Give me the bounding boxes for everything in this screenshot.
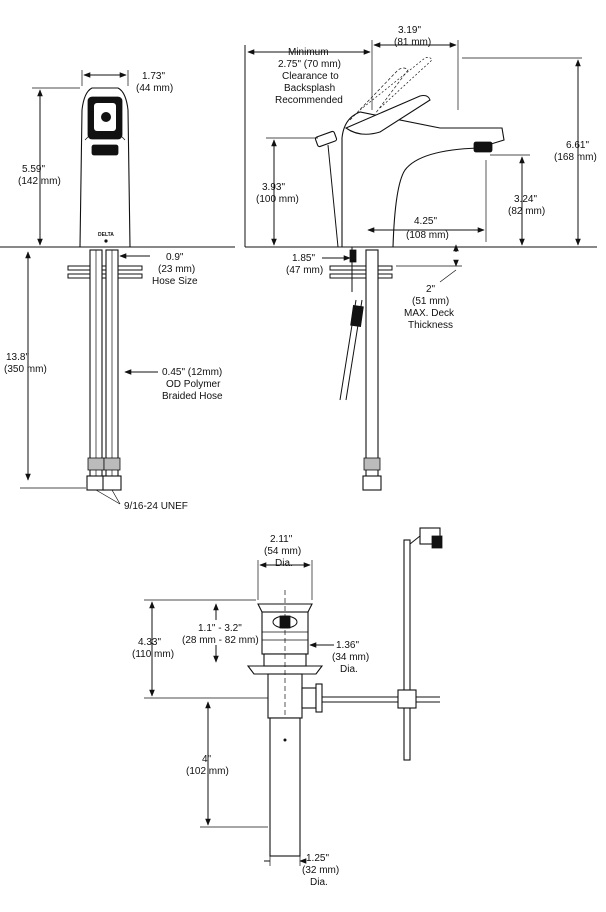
hose-length-mm: (350 mm) — [4, 364, 47, 375]
clearance-line4: Backsplash — [284, 83, 335, 94]
front-nut-right — [102, 475, 122, 491]
brand-logo-text: DELTA — [98, 232, 114, 238]
deck-max-value: 2" — [426, 284, 436, 295]
lift-rod — [327, 144, 339, 248]
flange-dia-caption: Dia. — [275, 558, 293, 569]
front-handle-button — [101, 112, 111, 122]
flange-dia-mm: (54 mm) — [264, 546, 301, 557]
spout-height-mm: (82 mm) — [508, 206, 545, 217]
drain-body-dia-caption: Dia. — [340, 664, 358, 675]
clearance-line1: Minimum — [288, 47, 329, 58]
total-height-mm: (168 mm) — [554, 152, 597, 163]
side-hose — [365, 249, 379, 481]
clearance-line5: Recommended — [275, 95, 343, 106]
front-nut-left — [86, 475, 106, 491]
lift-rod-height-value: 3.93" — [262, 182, 285, 193]
front-height-label: 5.59" — [22, 164, 45, 175]
hose-length-value: 13.8" — [6, 352, 29, 363]
spout-reach-value: 4.25" — [414, 216, 437, 227]
front-indicator-dot — [104, 239, 108, 243]
lift-rod-height-mm: (100 mm) — [256, 194, 299, 205]
thread-leader-right — [111, 489, 121, 505]
side-ferrule — [363, 457, 381, 471]
side-aerator — [473, 141, 493, 153]
shank-offset-value: 1.85" — [292, 253, 315, 264]
front-aerator — [91, 144, 119, 156]
side-handle-raised — [349, 67, 409, 121]
tail-dia-value: 1.25" — [306, 853, 329, 864]
side-shank-spring — [349, 249, 357, 263]
hose-size-caption: Hose Size — [152, 276, 198, 287]
lift-rod-knob — [314, 130, 338, 148]
flange-dia-value: 2.11" — [270, 534, 293, 545]
handle-reach-value: 3.19" — [398, 25, 421, 36]
drain-overall-mm: (110 mm) — [132, 649, 174, 660]
front-width-mm: (44 mm) — [136, 83, 173, 94]
drain-range-mm: (28 mm - 82 mm) — [182, 635, 259, 646]
thread-spec: 9/16-24 UNEF — [124, 501, 188, 512]
side-view: Minimum 2.75" (70 mm) Clearance to Backs… — [244, 25, 597, 491]
side-nut-plate-1 — [329, 265, 393, 271]
pivot-cap — [315, 683, 323, 713]
hose-od-line2: OD Polymer — [166, 379, 221, 390]
tail-length-value: 4" — [202, 754, 212, 765]
hose-od-value: 0.45" (12mm) — [162, 367, 222, 378]
front-nut-plate-1 — [67, 265, 143, 271]
front-view: DELTA 1.73" (44 mm) 5.59" (142 mm) 0.9" … — [0, 70, 235, 512]
drain-view: 2.11" (54 mm) Dia. 4.33" (110 mm) 1.1" -… — [132, 527, 443, 888]
total-height-value: 6.61" — [566, 140, 589, 151]
deck-label-2: Thickness — [408, 320, 453, 331]
handle-reach-mm: (81 mm) — [394, 37, 431, 48]
front-nut-plate-2 — [67, 273, 143, 279]
tail-length-mm: (102 mm) — [186, 766, 229, 777]
clearance-line2: 2.75" (70 mm) — [278, 59, 341, 70]
deck-thickness-leader — [439, 269, 457, 283]
side-nut — [362, 475, 382, 491]
tailpiece-mark — [283, 738, 287, 742]
side-handle — [344, 94, 431, 135]
spout-reach-mm: (108 mm) — [406, 230, 449, 241]
clevis-link — [409, 535, 421, 545]
shank-offset-mm: (47 mm) — [286, 265, 323, 276]
front-ferrule-left — [87, 457, 105, 471]
hose-size-value: 0.9" — [166, 252, 184, 263]
drain-body-dia-value: 1.36" — [336, 640, 359, 651]
deck-label-1: MAX. Deck — [404, 308, 455, 319]
spout-height-value: 3.24" — [514, 194, 537, 205]
front-height-mm: (142 mm) — [18, 176, 61, 187]
pivot-nut — [301, 687, 317, 709]
tail-dia-caption: Dia. — [310, 877, 328, 888]
clevis-strap — [403, 539, 411, 761]
front-ferrule-right — [103, 457, 121, 471]
clevis-clip — [397, 689, 417, 709]
clearance-line3: Clearance to — [282, 71, 339, 82]
side-lift-rod-clip — [350, 304, 364, 328]
hose-od-line3: Braided Hose — [162, 391, 223, 402]
drain-body-dia-mm: (34 mm) — [332, 652, 369, 663]
drain-range-value: 1.1" - 3.2" — [198, 623, 242, 634]
clevis-screw-head — [431, 535, 443, 549]
drain-overall-value: 4.33" — [138, 637, 161, 648]
hose-size-mm: (23 mm) — [158, 264, 195, 275]
side-nut-plate-2 — [329, 273, 393, 279]
front-width-label: 1.73" — [142, 71, 165, 82]
tail-dia-mm: (32 mm) — [302, 865, 339, 876]
deck-max-mm: (51 mm) — [412, 296, 449, 307]
thread-leader-left — [95, 489, 121, 505]
